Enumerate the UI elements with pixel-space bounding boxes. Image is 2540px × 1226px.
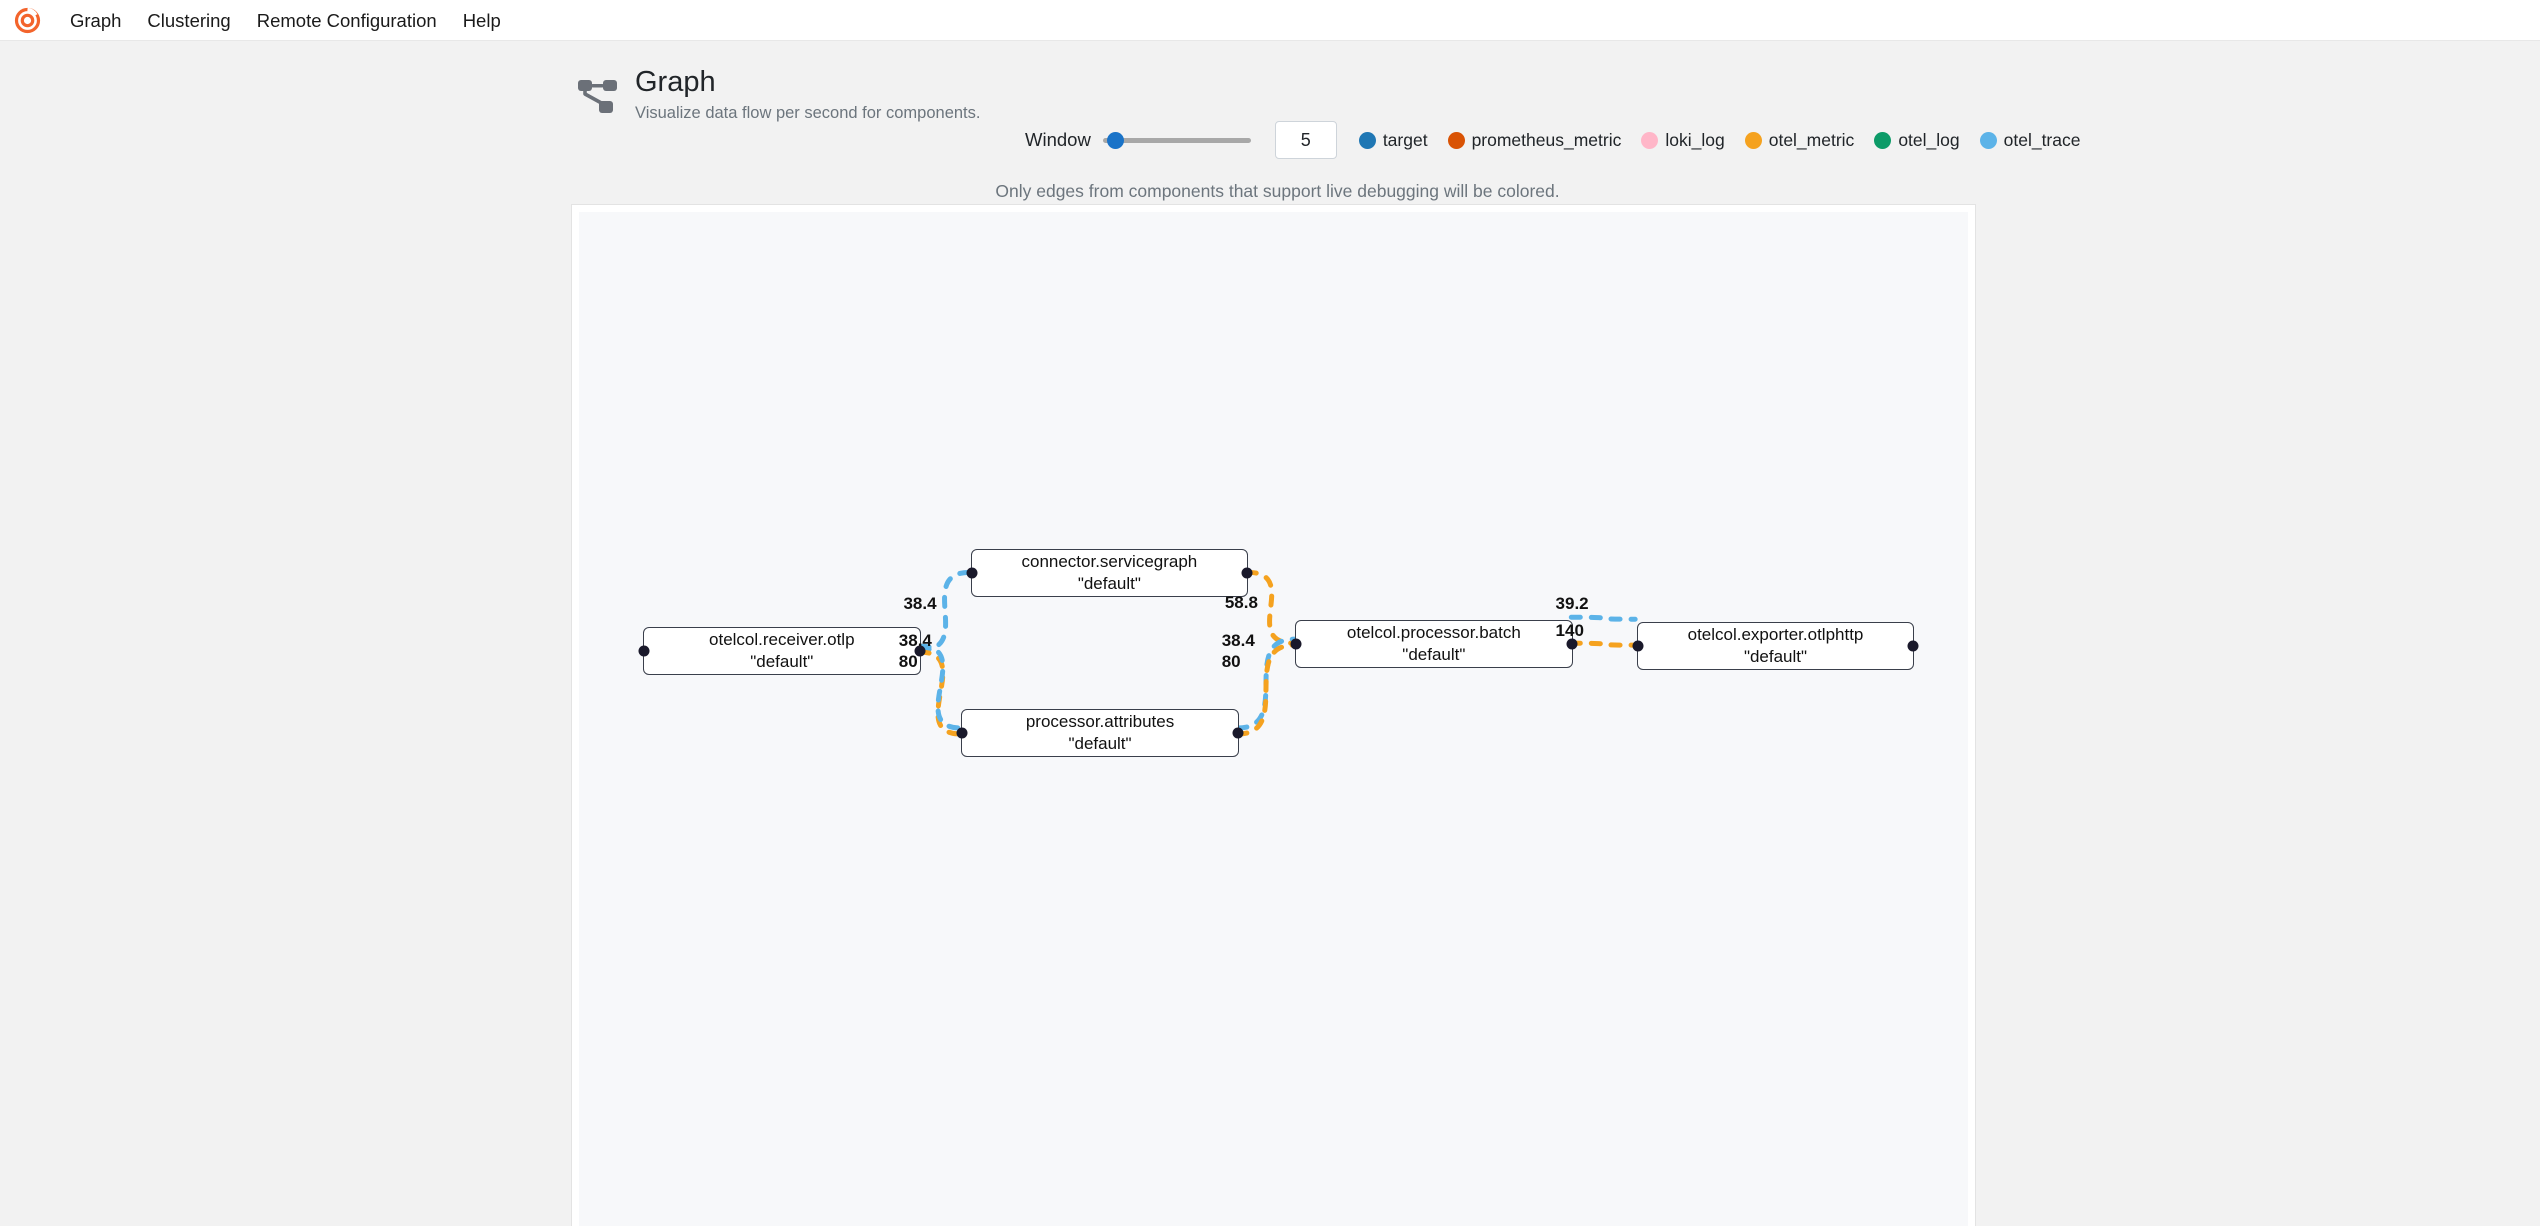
window-value-input[interactable] [1274, 121, 1337, 159]
slider-thumb[interactable] [1106, 131, 1124, 149]
legend-item-otel-log[interactable]: otel_log [1874, 129, 1960, 151]
flow-node-exporter[interactable]: otelcol.exporter.otlphttp"default" [1632, 622, 1919, 670]
legend-dot-target [1358, 131, 1376, 149]
flow-node-label-batch: otelcol.processor.batch"default" [1346, 622, 1521, 664]
window-label: Window [1025, 129, 1091, 150]
legend-item-prometheus-metric[interactable]: prometheus_metric [1447, 129, 1622, 151]
flow-node-handle-left-servicegraph[interactable] [966, 567, 978, 579]
page-header: Graph Visualize data flow per second for… [0, 41, 2540, 126]
flow-node-handle-right-batch[interactable] [1566, 638, 1578, 650]
nav-link-remote-configuration[interactable]: Remote Configuration [256, 9, 437, 31]
controls-bar: Window target prometheus_metric loki_log… [1025, 121, 2100, 159]
legend-item-otel-metric[interactable]: otel_metric [1744, 129, 1855, 151]
slider-track [1102, 137, 1251, 143]
edge-receiver-to-servicegraph-trace[interactable] [917, 569, 973, 653]
window-slider[interactable] [1102, 130, 1251, 150]
live-debugging-notice: Only edges from components that support … [995, 181, 1560, 201]
legend-label-loki-log: loki_log [1665, 129, 1725, 150]
page-title: Graph [635, 66, 716, 98]
flow-node-servicegraph[interactable]: connector.servicegraph"default" [966, 549, 1253, 597]
edge-attributes-to-batch-metric[interactable] [1235, 642, 1297, 737]
flow-node-handle-right-receiver[interactable] [914, 645, 926, 657]
legend-label-otel-metric: otel_metric [1768, 129, 1855, 150]
edge-batch-to-exporter-trace[interactable] [1568, 614, 1638, 622]
top-navbar: Graph Clustering Remote Configuration He… [0, 0, 2540, 41]
legend-dot-otel-metric [1744, 131, 1762, 149]
flow-node-batch[interactable]: otelcol.processor.batch"default" [1290, 620, 1578, 668]
legend-dot-otel-trace [1979, 131, 1997, 149]
grafana-agent-logo-icon[interactable] [14, 7, 41, 34]
legend-label-otel-log: otel_log [1898, 129, 1960, 150]
react-flow-canvas[interactable]: otelcol.receiver.otlp"default" connector.… [579, 212, 1968, 1226]
page-body: Graph Visualize data flow per second for… [0, 41, 2540, 1226]
flow-node-receiver[interactable]: otelcol.receiver.otlp"default" [638, 627, 926, 675]
legend-dot-prometheus-metric [1447, 131, 1465, 149]
flow-node-label-receiver: otelcol.receiver.otlp"default" [709, 629, 855, 671]
flow-node-handle-left-receiver[interactable] [638, 645, 650, 657]
legend-dot-otel-log [1874, 131, 1892, 149]
flow-node-handle-right-attributes[interactable] [1232, 727, 1244, 739]
edge-color-legend: target prometheus_metric loki_log otel_m… [1358, 129, 2101, 151]
flow-node-label-servicegraph: connector.servicegraph"default" [1021, 551, 1198, 593]
flow-node-label-exporter: otelcol.exporter.otlphttp"default" [1687, 624, 1864, 666]
flow-node-attributes[interactable]: processor.attributes"default" [956, 709, 1244, 757]
node-graph-icon [575, 72, 621, 118]
flow-node-handle-left-exporter[interactable] [1632, 640, 1644, 652]
legend-label-prometheus-metric: prometheus_metric [1471, 129, 1622, 150]
page-subtitle: Visualize data flow per second for compo… [635, 104, 981, 123]
legend-item-target[interactable]: target [1358, 129, 1428, 151]
legend-item-loki-log[interactable]: loki_log [1641, 129, 1725, 151]
nav-link-graph[interactable]: Graph [70, 9, 122, 31]
title-block: Graph Visualize data flow per second for… [575, 66, 980, 124]
flow-node-handle-left-attributes[interactable] [956, 727, 968, 739]
flow-node-label-attributes: processor.attributes"default" [1025, 711, 1175, 753]
nav-link-clustering[interactable]: Clustering [147, 9, 231, 31]
nav-link-help[interactable]: Help [462, 9, 501, 31]
flow-node-handle-left-batch[interactable] [1290, 638, 1302, 650]
edge-batch-to-exporter-metric[interactable] [1568, 640, 1638, 648]
flow-edges-layer [917, 569, 1638, 737]
legend-label-otel-trace: otel_trace [2003, 129, 2081, 150]
flow-node-handle-right-servicegraph[interactable] [1241, 567, 1253, 579]
flow-node-handle-right-exporter[interactable] [1907, 640, 1919, 652]
legend-label-target: target [1382, 129, 1428, 150]
edge-servicegraph-to-batch-metric[interactable] [1244, 569, 1297, 646]
flow-canvas-container: otelcol.receiver.otlp"default" connector.… [571, 204, 1976, 1226]
legend-dot-loki-log [1641, 131, 1659, 149]
legend-item-otel-trace[interactable]: otel_trace [1979, 129, 2081, 151]
title-text-group: Graph Visualize data flow per second for… [635, 66, 980, 124]
